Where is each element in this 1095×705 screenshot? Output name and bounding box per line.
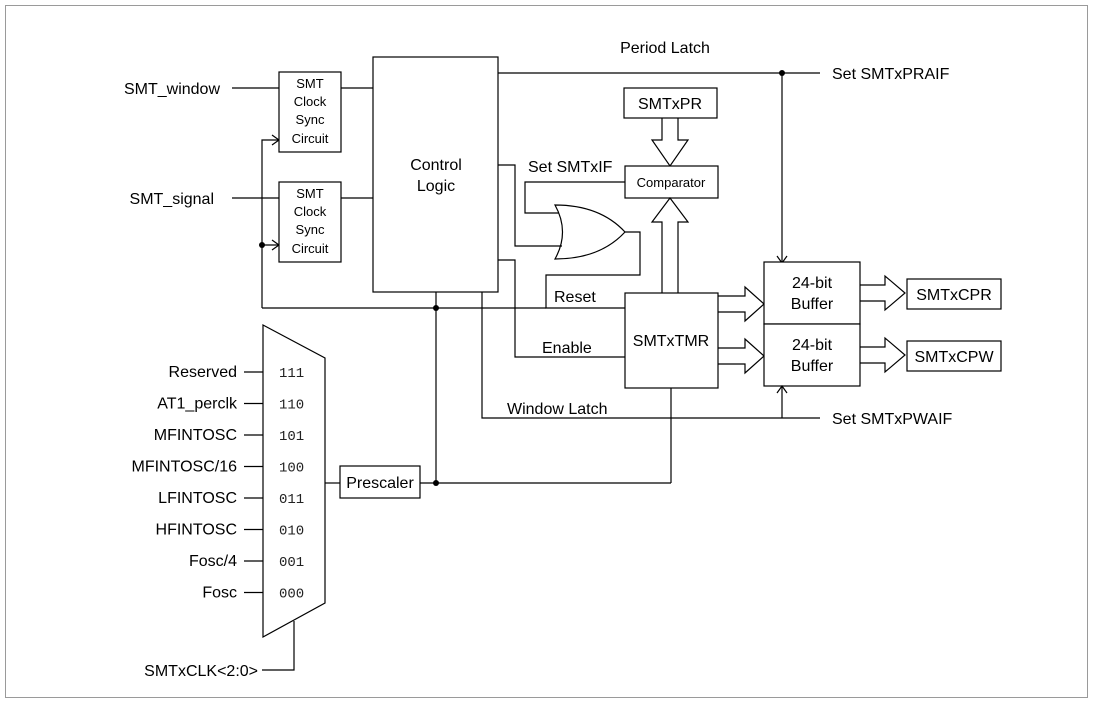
clk-select-label: SMTxCLK<2:0>	[144, 663, 258, 680]
svg-text:SMTxTMR: SMTxTMR	[633, 333, 709, 350]
buffer-cpw: 24-bit Buffer	[763, 323, 861, 387]
logic-to-or-wire	[498, 164, 562, 247]
junction-dot	[433, 480, 439, 486]
control-logic-block: Control Logic	[372, 56, 499, 293]
smtxpr-register: SMTxPR	[623, 87, 718, 119]
or-gate	[553, 204, 626, 260]
tmr-to-comparator-arrow	[650, 197, 690, 293]
mux-input-label: HFINTOSC	[156, 522, 237, 539]
window-latch-label: Window Latch	[507, 401, 608, 418]
svg-text:24-bit: 24-bit	[792, 337, 833, 354]
comparator-to-or-wire	[524, 181, 625, 214]
mux-input-label: MFINTOSC/16	[132, 459, 238, 476]
sync-circuit-signal: SMT Clock Sync Circuit	[278, 181, 342, 263]
svg-text:Prescaler: Prescaler	[346, 475, 414, 492]
svg-text:SMTxCPR: SMTxCPR	[916, 287, 992, 304]
svg-text:Sync: Sync	[296, 222, 325, 237]
mux-input-label: Reserved	[169, 364, 237, 381]
buffer-to-cpw-arrow	[860, 336, 906, 374]
svg-text:Control: Control	[410, 157, 462, 174]
mux-input-row: MFINTOSC 101	[154, 427, 304, 445]
smt-window-label: SMT_window	[124, 81, 220, 98]
mux-input-row: Reserved 111	[169, 364, 305, 382]
svg-text:Logic: Logic	[417, 178, 455, 195]
svg-text:SMT: SMT	[296, 186, 324, 201]
mux-input-code: 010	[279, 524, 304, 540]
clock-rail	[261, 139, 279, 308]
mux-select-wire	[262, 621, 295, 671]
svg-text:Buffer: Buffer	[791, 296, 834, 313]
prescaler-block: Prescaler	[339, 465, 421, 499]
set-praif-label: Set SMTxPRAIF	[832, 66, 950, 83]
svg-text:Buffer: Buffer	[791, 358, 834, 375]
mux-input-row: Fosc/4 001	[189, 553, 304, 571]
svg-text:SMT: SMT	[296, 76, 324, 91]
mux-input-code: 101	[279, 429, 304, 445]
comparator-block: Comparator	[624, 165, 719, 199]
mux-input-label: Fosc	[202, 585, 237, 602]
mux-input-code: 111	[279, 366, 304, 382]
svg-text:Comparator: Comparator	[637, 175, 706, 190]
mux-input-row: HFINTOSC 010	[156, 522, 305, 540]
sync-circuit-window: SMT Clock Sync Circuit	[278, 71, 342, 153]
mux-input-code: 011	[279, 492, 304, 508]
pr-to-comparator-arrow	[650, 118, 690, 168]
svg-text:Circuit: Circuit	[292, 131, 329, 146]
svg-text:Clock: Clock	[294, 204, 327, 219]
set-pwaif-label: Set SMTxPWAIF	[832, 411, 953, 428]
smtxcpr-register: SMTxCPR	[906, 278, 1002, 310]
or-to-reset-wire	[545, 231, 641, 309]
mux-input-label: LFINTOSC	[158, 490, 237, 507]
svg-text:Clock: Clock	[294, 94, 327, 109]
mux-input-label: MFINTOSC	[154, 427, 237, 444]
mux-input-label: AT1_perclk	[157, 396, 238, 413]
svg-text:SMTxCPW: SMTxCPW	[914, 349, 994, 366]
reset-label: Reset	[554, 289, 596, 306]
buffer-clock-marker	[776, 384, 788, 394]
mux-input-code: 100	[279, 461, 304, 477]
mux-input-label: Fosc/4	[189, 553, 237, 570]
enable-label: Enable	[542, 340, 592, 357]
set-smtxif-label: Set SMTxIF	[528, 159, 613, 176]
mux-input-row: MFINTOSC/16 100	[132, 459, 305, 477]
svg-text:Sync: Sync	[296, 112, 325, 127]
smtxcpw-register: SMTxCPW	[906, 340, 1002, 372]
window-latch-wire	[481, 292, 820, 419]
mux-input-row: LFINTOSC 011	[158, 490, 304, 508]
mux-input-code: 000	[279, 587, 304, 603]
svg-text:Circuit: Circuit	[292, 241, 329, 256]
smtxtmr-register: SMTxTMR	[624, 292, 719, 389]
period-latch-label: Period Latch	[620, 40, 710, 57]
mux-input-code: 001	[279, 555, 304, 571]
buffer-to-cpr-arrow	[860, 274, 906, 312]
mux-input-row: Fosc 000	[202, 585, 304, 603]
clock-select-mux	[262, 324, 326, 639]
svg-text:24-bit: 24-bit	[792, 275, 833, 292]
buffer-cpr: 24-bit Buffer	[763, 261, 861, 325]
tmr-to-buffer-arrow	[718, 285, 765, 323]
junction-dot	[259, 242, 265, 248]
svg-text:SMTxPR: SMTxPR	[638, 96, 702, 113]
mux-input-row: AT1_perclk 110	[157, 396, 304, 414]
tmr-to-buffer-arrow	[718, 337, 765, 375]
smt-signal-label: SMT_signal	[130, 191, 214, 208]
mux-input-code: 110	[279, 398, 304, 414]
